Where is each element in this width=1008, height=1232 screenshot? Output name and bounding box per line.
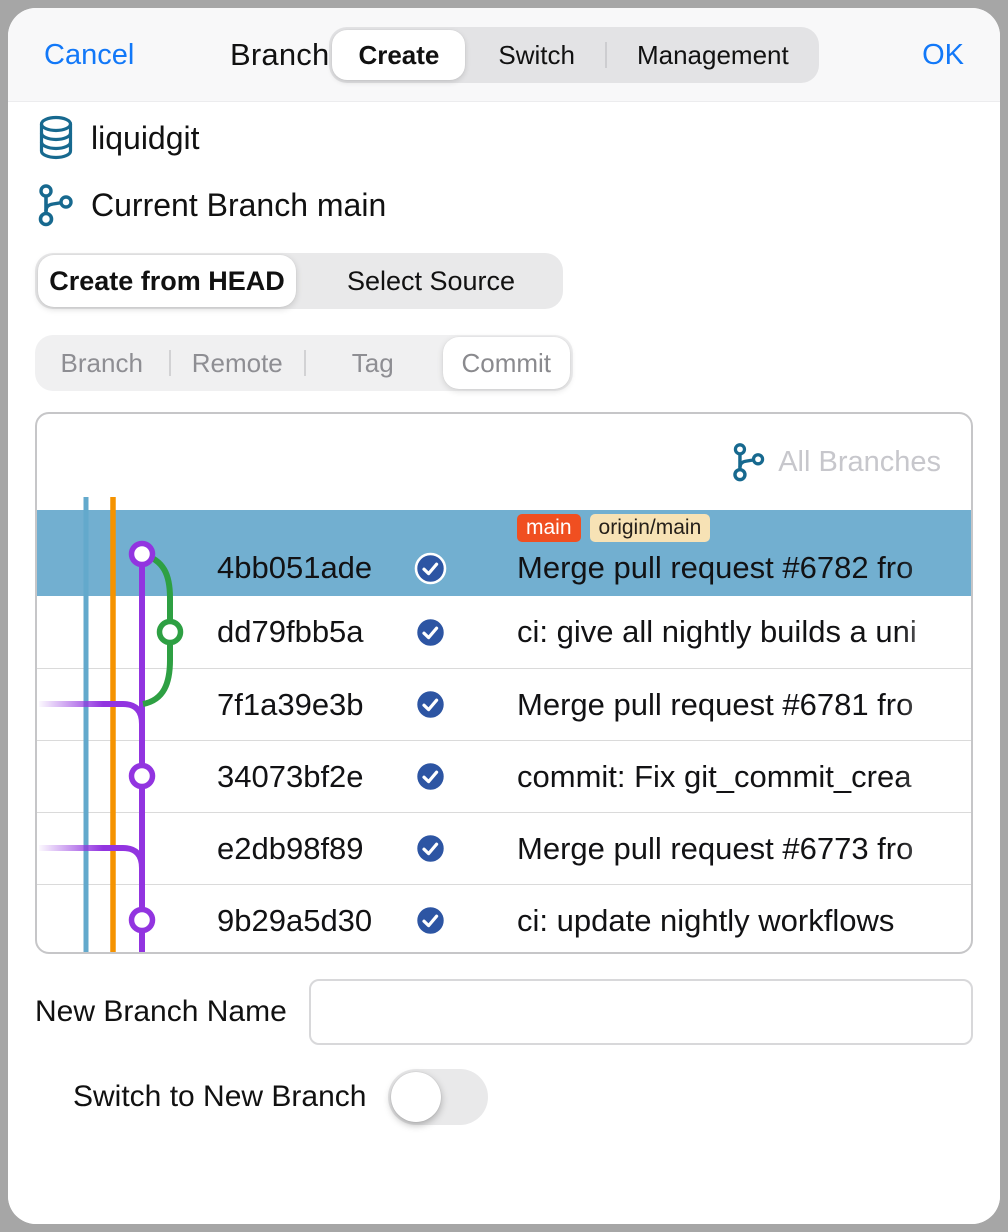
switch-to-new-branch-row: Switch to New Branch bbox=[35, 1069, 973, 1125]
commit-message: Merge pull request #6781 fro bbox=[517, 686, 914, 722]
all-branches-label: All Branches bbox=[778, 445, 941, 478]
check-circle-icon bbox=[414, 904, 447, 937]
current-branch-label: Current Branch main bbox=[91, 186, 387, 223]
check-circle-icon bbox=[414, 552, 447, 585]
segment-remote[interactable]: Remote bbox=[191, 347, 283, 378]
commit-hash: dd79fbb5a bbox=[217, 614, 364, 649]
branch-badge-main: main bbox=[517, 514, 581, 542]
check-circle-icon bbox=[414, 832, 447, 865]
all-branches-filter[interactable]: All Branches bbox=[730, 414, 971, 510]
commit-row[interactable]: 7f1a39e3b Merge pull request #6781 fro bbox=[37, 668, 971, 740]
segment-branch[interactable]: Branch bbox=[60, 347, 143, 378]
segment-divider bbox=[604, 42, 607, 68]
commit-row[interactable]: e2db98f89 Merge pull request #6773 fro bbox=[37, 812, 971, 884]
commit-row-selected[interactable]: main origin/main 4bb051ade Merge pull re… bbox=[37, 510, 971, 596]
repo-row: liquidgit bbox=[35, 112, 973, 164]
database-icon bbox=[35, 114, 77, 162]
commit-row[interactable]: 34073bf2e commit: Fix git_commit_crea bbox=[37, 740, 971, 812]
source-mode-segmented-control: Create from HEAD Select Source bbox=[35, 253, 563, 309]
segment-create-from-head[interactable]: Create from HEAD bbox=[38, 255, 296, 307]
segment-commit[interactable]: Commit bbox=[442, 337, 571, 389]
commit-message: Merge pull request #6782 fro bbox=[517, 550, 914, 585]
segment-select-source[interactable]: Select Source bbox=[346, 265, 516, 296]
commit-rows: main origin/main 4bb051ade Merge pull re… bbox=[37, 510, 971, 952]
commit-message: Merge pull request #6773 fro bbox=[517, 830, 914, 866]
commit-list-panel: All Branches main origin/main 4bb051ade bbox=[35, 412, 973, 954]
source-type-segmented-control: Branch Remote Tag Commit bbox=[35, 335, 573, 391]
branch-badge-origin-main: origin/main bbox=[589, 514, 711, 542]
check-circle-icon bbox=[414, 616, 447, 649]
commit-message: ci: update nightly workflows bbox=[517, 902, 895, 938]
commit-hash: 4bb051ade bbox=[217, 550, 373, 585]
tab-management[interactable]: Management bbox=[636, 39, 789, 70]
tab-create[interactable]: Create bbox=[332, 30, 466, 80]
commit-message: commit: Fix git_commit_crea bbox=[517, 758, 912, 794]
commit-hash: 34073bf2e bbox=[217, 758, 364, 794]
commit-hash: e2db98f89 bbox=[217, 830, 364, 866]
page-title: Branch bbox=[230, 37, 330, 72]
mode-segmented-control: Create Switch Management bbox=[329, 27, 819, 83]
commit-row[interactable]: 9b29a5d30 ci: update nightly workflows bbox=[37, 884, 971, 952]
new-branch-name-row: New Branch Name bbox=[35, 979, 973, 1045]
new-branch-name-input[interactable] bbox=[308, 979, 973, 1045]
dialog-content: liquidgit Current Branch main Create fro… bbox=[8, 102, 1000, 1224]
segment-divider bbox=[304, 350, 306, 376]
commit-hash: 9b29a5d30 bbox=[217, 902, 373, 938]
switch-to-new-branch-label: Switch to New Branch bbox=[73, 1080, 367, 1113]
ref-badges: main origin/main bbox=[517, 514, 971, 542]
ok-button[interactable]: OK bbox=[922, 8, 964, 102]
switch-to-new-branch-toggle[interactable] bbox=[388, 1069, 489, 1125]
segment-tag[interactable]: Tag bbox=[351, 347, 394, 378]
cancel-button[interactable]: Cancel bbox=[44, 8, 134, 102]
new-branch-name-label: New Branch Name bbox=[35, 995, 287, 1028]
git-branch-icon bbox=[35, 182, 77, 228]
commit-row[interactable]: dd79fbb5a ci: give all nightly builds a … bbox=[37, 596, 971, 668]
repo-name: liquidgit bbox=[91, 119, 200, 156]
check-circle-icon bbox=[414, 688, 447, 721]
commit-message: ci: give all nightly builds a uni bbox=[517, 614, 917, 649]
navbar: Cancel Branch Create Switch Management O… bbox=[8, 8, 1000, 102]
toggle-thumb bbox=[391, 1072, 442, 1122]
commit-hash: 7f1a39e3b bbox=[217, 686, 364, 722]
segment-divider bbox=[168, 350, 171, 376]
current-branch-row: Current Branch main bbox=[35, 180, 973, 230]
check-circle-icon bbox=[414, 760, 447, 793]
tab-switch[interactable]: Switch bbox=[498, 39, 575, 70]
git-branch-icon bbox=[730, 441, 768, 483]
branch-dialog: Cancel Branch Create Switch Management O… bbox=[8, 8, 1000, 1224]
